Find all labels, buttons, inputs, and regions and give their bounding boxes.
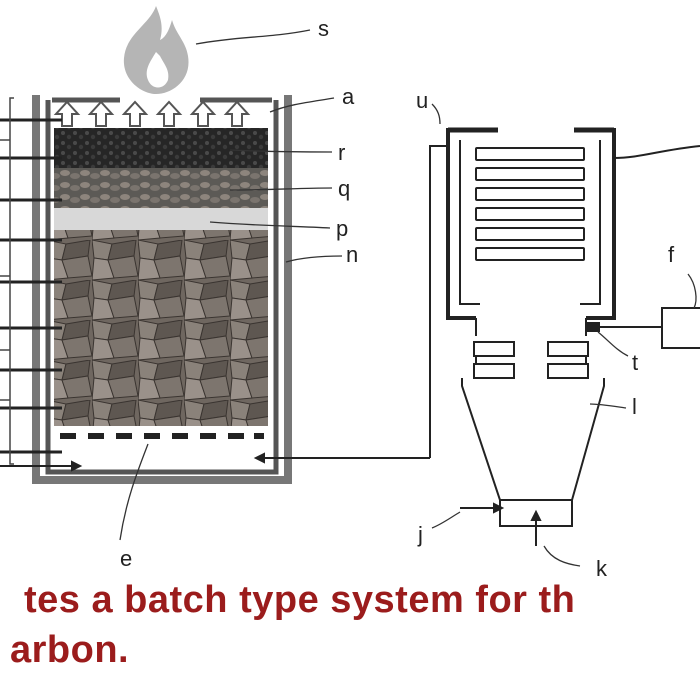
bottom-inlet-arrows [0, 452, 430, 472]
label-k: k [596, 556, 608, 581]
cyclone-cone [461, 378, 605, 527]
caption-line-2: arbon. [10, 629, 130, 671]
connecting-pipe [429, 145, 448, 458]
stone-layer-q [54, 168, 268, 208]
reactor-vessel [0, 95, 430, 484]
leader-lines [119, 29, 697, 567]
label-r: r [338, 140, 345, 165]
label-q: q [338, 176, 350, 201]
inlet-k [530, 509, 542, 546]
label-n: n [346, 242, 358, 267]
condenser-trays [475, 147, 585, 261]
label-a: a [342, 84, 355, 109]
condenser-column [446, 127, 700, 546]
label-p: p [336, 216, 348, 241]
label-t: t [632, 350, 638, 375]
caption-line-1: tes a batch type system for th [24, 579, 576, 621]
label-f: f [668, 242, 675, 267]
label-s: s [318, 16, 329, 41]
flame-icon [123, 6, 189, 94]
diagram-labels: s a r q p n u f t l j k e [120, 16, 675, 581]
left-bracket [0, 97, 14, 465]
column-flanges [473, 318, 589, 379]
label-e: e [120, 546, 132, 571]
coal-layer-r [54, 128, 268, 168]
label-l: l [632, 394, 637, 419]
label-j: j [417, 522, 423, 547]
inlet-j [460, 502, 505, 514]
upflow-arrows [53, 100, 251, 127]
valve-t [586, 322, 600, 332]
label-u: u [416, 88, 428, 113]
rock-bed [54, 230, 268, 426]
ash-layer-p [54, 208, 268, 230]
device-f [661, 307, 700, 349]
